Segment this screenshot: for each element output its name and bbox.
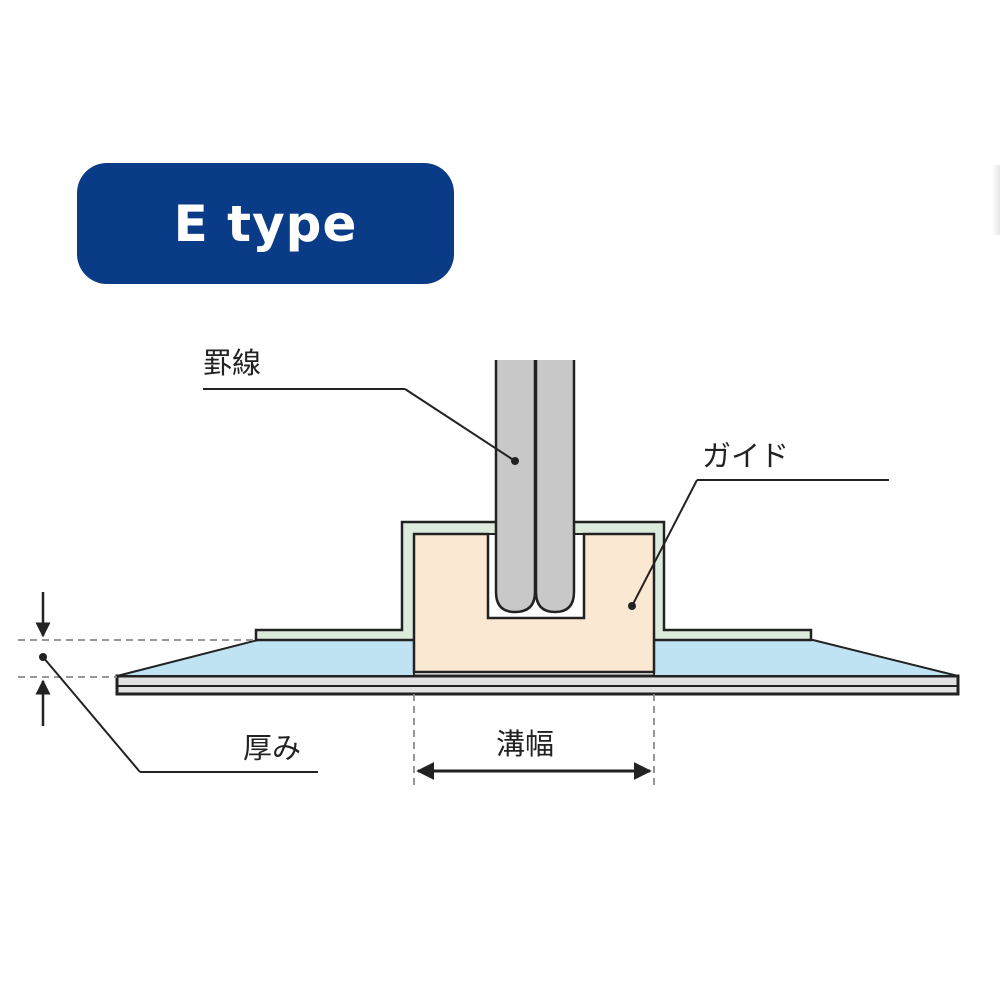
sheet-right	[653, 639, 959, 677]
guide-label: ガイド	[702, 439, 789, 473]
title-badge: E type	[77, 163, 454, 284]
rule-right-blade	[534, 360, 576, 614]
thickness-label: 厚み	[243, 731, 301, 765]
rule-label: 罫線	[203, 346, 261, 380]
guide-leader-dot	[628, 602, 636, 610]
guide-leader-line	[631, 479, 698, 607]
rule-leader-line	[404, 388, 516, 462]
sheet-left	[116, 639, 415, 677]
groove-width-label: 溝幅	[496, 727, 554, 761]
edge-shadow	[992, 165, 1000, 235]
thickness-leader-line	[42, 656, 141, 773]
title-badge-text: E type	[173, 194, 358, 253]
rule-leader-dot	[511, 457, 519, 465]
guide-slot-lining	[487, 534, 585, 619]
rule-left-blade	[494, 360, 537, 614]
